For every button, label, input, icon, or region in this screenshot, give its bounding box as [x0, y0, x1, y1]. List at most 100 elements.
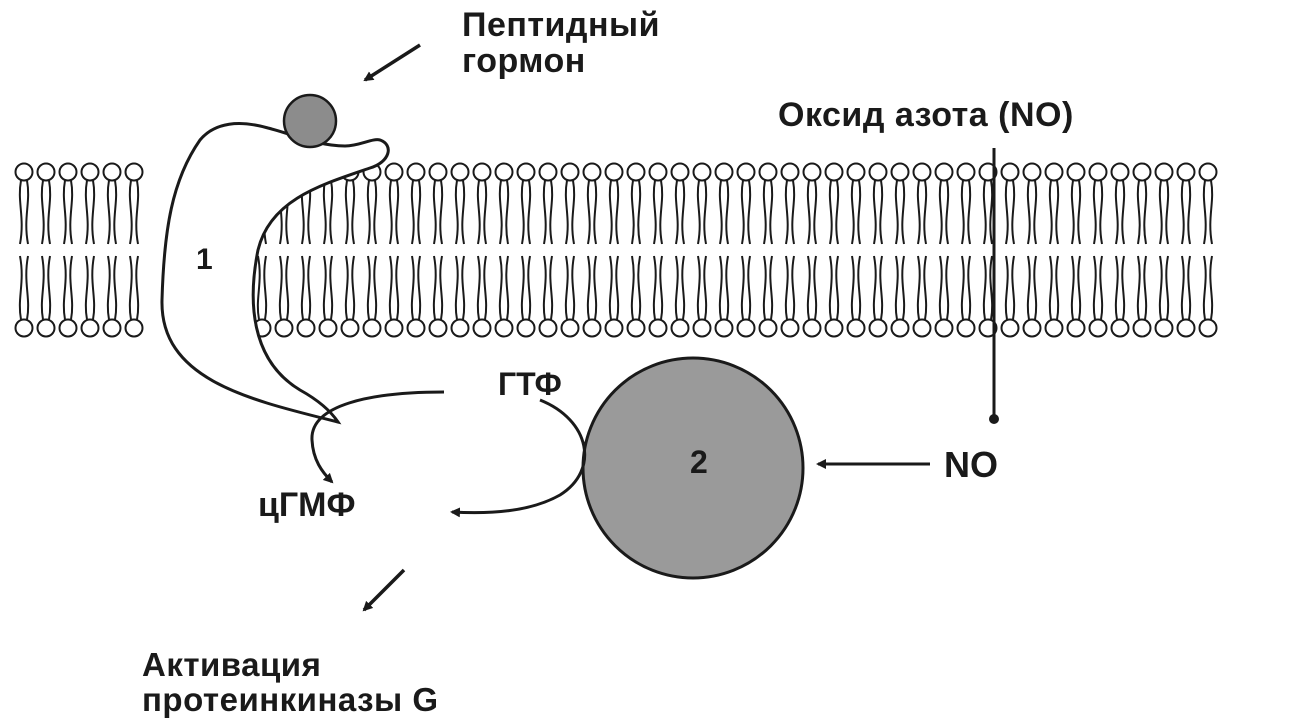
phospholipid-head-outer — [38, 164, 55, 181]
phospholipid-head-inner — [1112, 320, 1129, 337]
phospholipid-tails-inner — [896, 256, 904, 320]
phospholipid-head-outer — [584, 164, 601, 181]
phospholipid-tails-outer — [676, 181, 684, 245]
phospholipid-head-inner — [804, 320, 821, 337]
phospholipid-tails-inner — [368, 256, 376, 320]
phospholipid-head-outer — [1090, 164, 1107, 181]
phospholipid-tails-inner — [1160, 256, 1168, 320]
phospholipid-head-inner — [672, 320, 689, 337]
phospholipid-tails-inner — [830, 256, 838, 320]
phospholipid-head-outer — [82, 164, 99, 181]
phospholipid-tails-outer — [588, 181, 596, 245]
phospholipid-tails-outer — [500, 181, 508, 245]
phospholipid-tails-inner — [610, 256, 618, 320]
phospholipid-tails-outer — [412, 181, 420, 245]
phospholipid-head-inner — [1090, 320, 1107, 337]
phospholipid-head-outer — [694, 164, 711, 181]
phospholipid-head-inner — [16, 320, 33, 337]
phospholipid-head-outer — [1156, 164, 1173, 181]
phospholipid-tails-inner — [390, 256, 398, 320]
phospholipid-tails-inner — [64, 256, 72, 320]
phospholipid-head-outer — [60, 164, 77, 181]
phospholipid-tails-inner — [654, 256, 662, 320]
phospholipid-tails-outer — [1182, 181, 1190, 245]
phospholipid-tails-outer — [1050, 181, 1058, 245]
phospholipid-head-outer — [562, 164, 579, 181]
phospholipid-tails-outer — [654, 181, 662, 245]
phospholipid-tails-inner — [42, 256, 50, 320]
phospholipid-tails-inner — [566, 256, 574, 320]
phospholipid-head-inner — [936, 320, 953, 337]
activation-label: Активация протеинкиназы G — [142, 648, 439, 717]
no-label: NO — [944, 446, 998, 484]
phospholipid-tails-outer — [64, 181, 72, 245]
peptide-hormone-ligand — [284, 95, 336, 147]
phospholipid-tails-inner — [852, 256, 860, 320]
phospholipid-head-outer — [826, 164, 843, 181]
phospholipid-head-outer — [760, 164, 777, 181]
phospholipid-tails-inner — [874, 256, 882, 320]
phospholipid-head-inner — [364, 320, 381, 337]
phospholipid-head-outer — [408, 164, 425, 181]
receptor-number-label: 1 — [196, 244, 213, 276]
cgmp-label: цГМФ — [258, 488, 356, 524]
phospholipid-tails-outer — [610, 181, 618, 245]
phospholipid-tails-outer — [1160, 181, 1168, 245]
phospholipid-head-inner — [1046, 320, 1063, 337]
phospholipid-tails-outer — [86, 181, 94, 245]
phospholipid-tails-inner — [108, 256, 116, 320]
nitric-oxide-label: Оксид азота (NO) — [778, 98, 1074, 134]
phospholipid-tails-inner — [130, 256, 138, 320]
phospholipid-head-outer — [738, 164, 755, 181]
phospholipid-head-inner — [738, 320, 755, 337]
phospholipid-head-inner — [1156, 320, 1173, 337]
peptide-hormone-label-line1: Пептидный — [462, 8, 660, 44]
phospholipid-head-outer — [1002, 164, 1019, 181]
peptide-hormone-label-line2: гормон — [462, 44, 660, 80]
phospholipid-head-outer — [804, 164, 821, 181]
phospholipid-tails-inner — [588, 256, 596, 320]
phospholipid-head-inner — [518, 320, 535, 337]
phospholipid-head-inner — [914, 320, 931, 337]
phospholipid-tails-outer — [940, 181, 948, 245]
phospholipid-head-inner — [452, 320, 469, 337]
phospholipid-head-outer — [540, 164, 557, 181]
hormone-pointer-arrow — [365, 45, 420, 80]
phospholipid-tails-inner — [1050, 256, 1058, 320]
phospholipid-tails-inner — [258, 256, 266, 320]
phospholipid-tails-outer — [1094, 181, 1102, 245]
phospholipid-tails-outer — [1204, 181, 1212, 245]
phospholipid-tails-inner — [478, 256, 486, 320]
phospholipid-head-inner — [958, 320, 975, 337]
phospholipid-tails-inner — [1182, 256, 1190, 320]
phospholipid-tails-inner — [1138, 256, 1146, 320]
phospholipid-tails-outer — [324, 181, 332, 245]
phospholipid-head-inner — [892, 320, 909, 337]
phospholipid-tails-outer — [368, 181, 376, 245]
cgmp-to-pkg-arrow — [364, 570, 404, 610]
phospholipid-tails-inner — [412, 256, 420, 320]
phospholipid-head-inner — [60, 320, 77, 337]
phospholipid-tails-outer — [1138, 181, 1146, 245]
phospholipid-head-inner — [1134, 320, 1151, 337]
phospholipid-head-outer — [914, 164, 931, 181]
phospholipid-head-outer — [1068, 164, 1085, 181]
phospholipid-tails-inner — [676, 256, 684, 320]
phospholipid-tails-outer — [786, 181, 794, 245]
phospholipid-tails-inner — [1116, 256, 1124, 320]
peptide-hormone-label: Пептидный гормон — [462, 8, 660, 79]
phospholipid-tails-outer — [456, 181, 464, 245]
phospholipid-tails-outer — [1006, 181, 1014, 245]
phospholipid-head-inner — [716, 320, 733, 337]
phospholipid-tails-inner — [500, 256, 508, 320]
phospholipid-head-inner — [1024, 320, 1041, 337]
phospholipid-head-outer — [518, 164, 535, 181]
no-diffusion-end-dot — [989, 414, 999, 424]
phospholipid-head-inner — [848, 320, 865, 337]
phospholipid-head-inner — [1178, 320, 1195, 337]
phospholipid-tails-outer — [346, 181, 354, 245]
phospholipid-head-outer — [1046, 164, 1063, 181]
phospholipid-head-inner — [474, 320, 491, 337]
phospholipid-head-outer — [1178, 164, 1195, 181]
